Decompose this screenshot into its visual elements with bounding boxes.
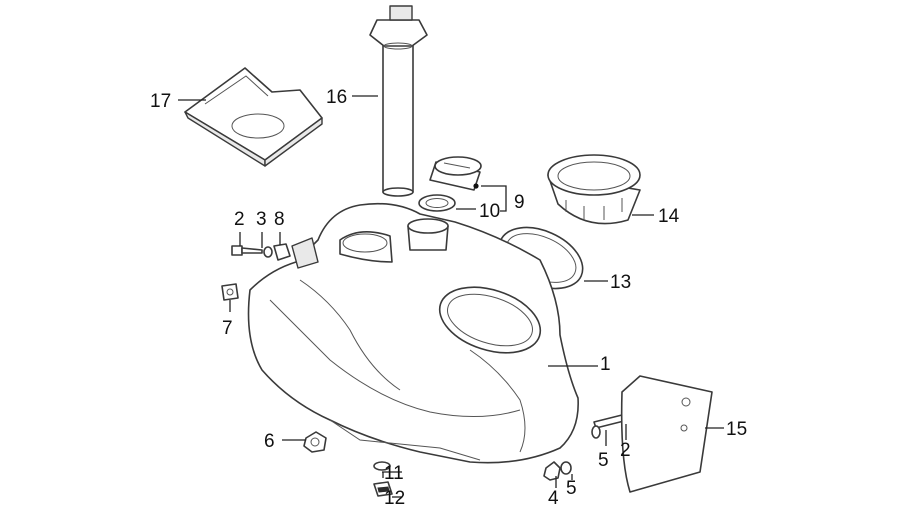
callout-2-right: 2 <box>620 440 631 461</box>
callout-2-left: 2 <box>234 209 245 230</box>
callout-10: 10 <box>479 201 500 222</box>
part-15-panel <box>620 375 713 493</box>
callout-4: 4 <box>548 488 559 508</box>
part-16-fuel-sender <box>369 5 428 197</box>
callout-5-upper: 5 <box>598 450 609 471</box>
part-9-filler-cap <box>429 156 482 191</box>
callout-15: 15 <box>726 419 747 440</box>
callout-8: 8 <box>274 209 285 230</box>
leader-lines <box>178 95 724 498</box>
part-1-fuel-tank <box>247 202 579 464</box>
part-6-nut <box>303 431 327 453</box>
callouts: 17 16 9 10 14 13 1 15 2 3 8 7 6 11 12 5 … <box>150 87 747 508</box>
part-11-washer <box>373 461 391 471</box>
callout-14: 14 <box>658 206 680 227</box>
callout-16: 16 <box>326 87 347 108</box>
part-3-washer <box>263 246 273 258</box>
callout-17: 17 <box>150 91 171 112</box>
part-14-locking-ring <box>547 154 641 225</box>
part-7-nut-clip <box>221 283 239 301</box>
part-5-washer-upper <box>591 425 601 439</box>
callout-9: 9 <box>514 192 525 213</box>
part-12-nut-clip <box>373 481 393 497</box>
part-17-tray <box>184 67 323 167</box>
callout-3: 3 <box>256 209 267 230</box>
part-10-gasket <box>418 194 456 212</box>
part-5-washer-lower <box>560 461 572 475</box>
callout-5-lower: 5 <box>566 478 577 499</box>
callout-11: 11 <box>384 463 404 484</box>
callout-7: 7 <box>222 318 233 339</box>
callout-13: 13 <box>610 272 631 293</box>
part-8-clip <box>273 243 291 261</box>
part-2-bolt-left <box>231 245 263 256</box>
callout-1: 1 <box>600 354 611 375</box>
part-4-nut <box>543 461 561 481</box>
callout-12: 12 <box>384 488 405 508</box>
callout-6: 6 <box>264 431 275 452</box>
